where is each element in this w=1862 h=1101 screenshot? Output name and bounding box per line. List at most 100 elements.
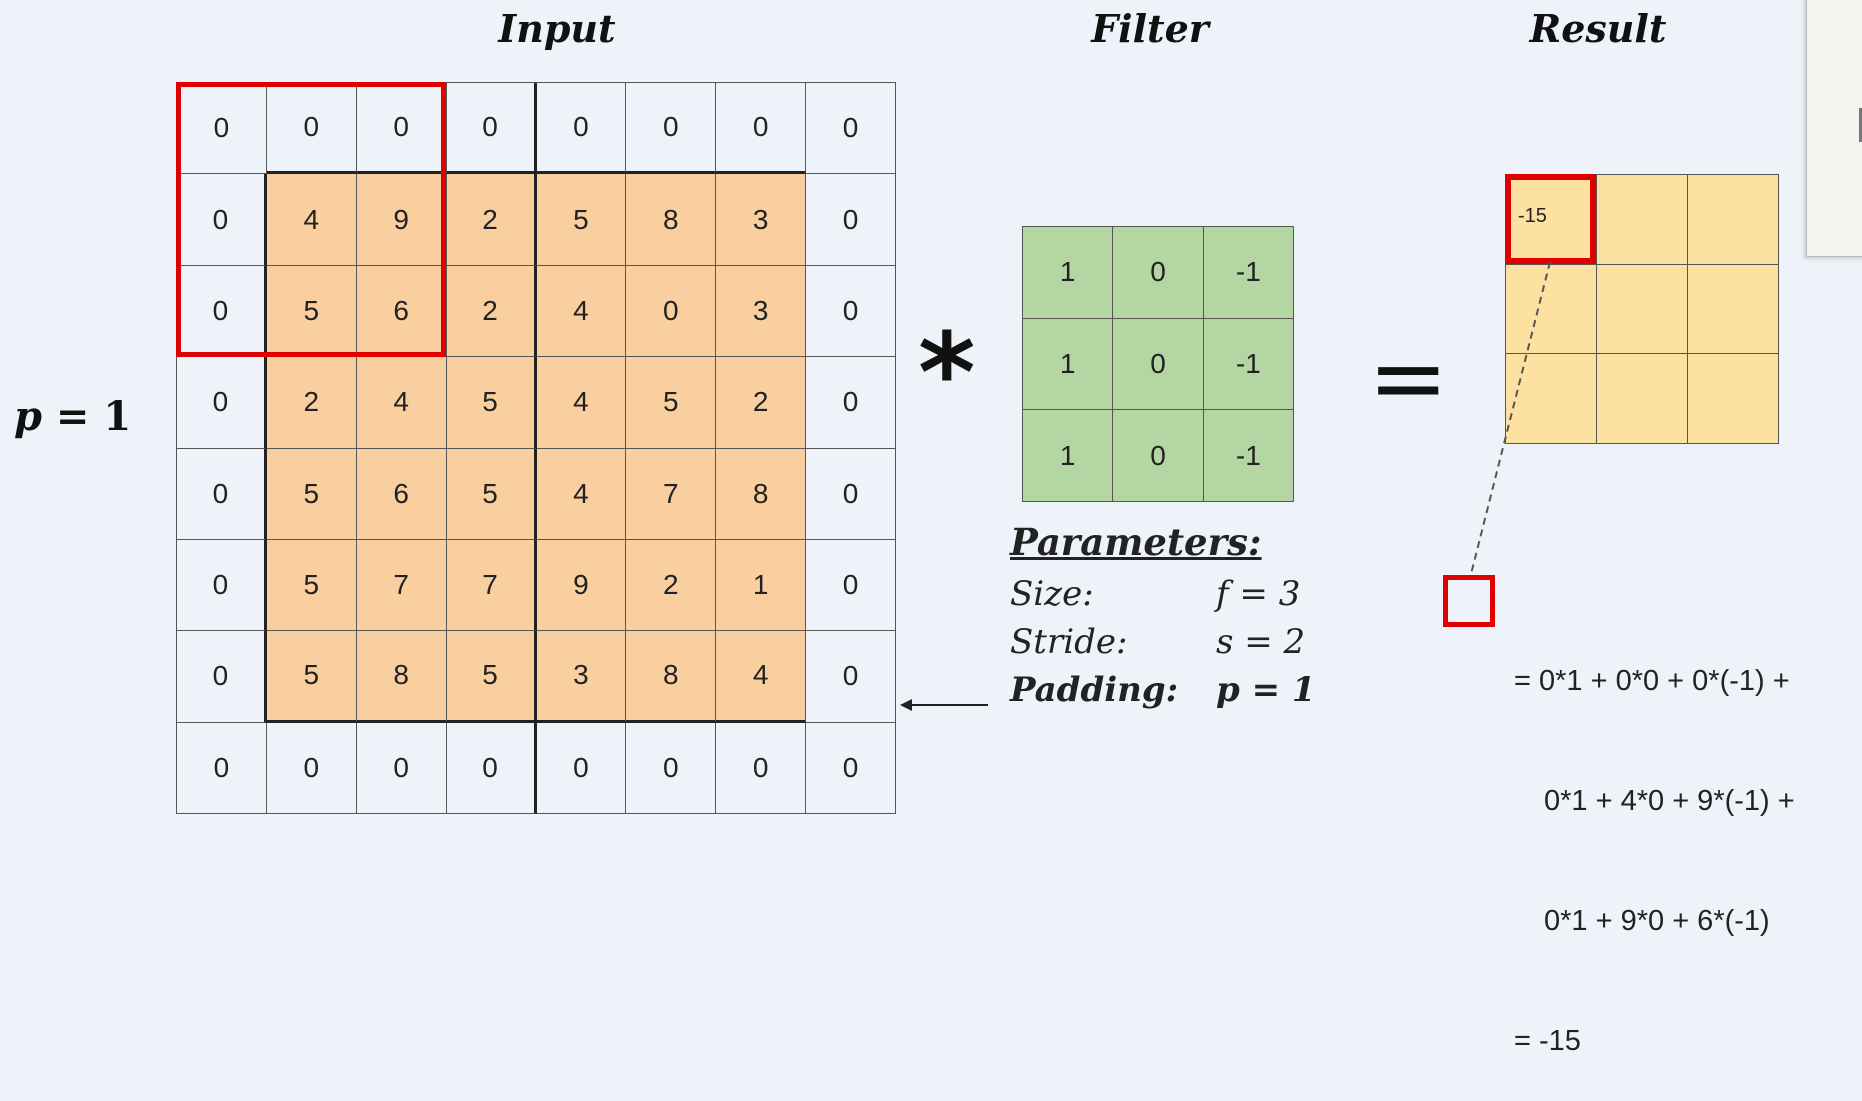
input-cell: 6 [356,265,447,358]
parameters-heading: Parameters: [1010,520,1262,564]
input-cell: 9 [356,174,447,266]
parameter-row-padding: Padding: p = 1 [1010,666,1316,714]
input-cell: 0 [266,722,357,814]
input-cell: 0 [806,357,896,449]
calculation-line: 0*1 + 4*0 + 9*(-1) + [1544,785,1795,817]
calculation-line: = 0*1 + 0*0 + 0*(-1) + [1514,665,1790,697]
calculation-line: = -15 [1514,1025,1581,1057]
input-cell: 0 [716,83,807,175]
input-cell: 0 [177,631,267,723]
calculation-line: 0*1 + 9*0 + 6*(-1) [1544,905,1770,937]
parameter-key: Size: [1010,574,1094,614]
input-cell: 0 [177,722,267,814]
input-cell: 2 [716,357,807,449]
input-cell: 0 [806,174,896,266]
input-cell: 2 [446,265,537,358]
parameters-panel: Parameters: Size: f = 3 Stride: s = 2 Pa… [1010,520,1316,714]
input-cell: 4 [536,448,627,540]
input-cell: 2 [266,357,357,449]
input-cell: 3 [716,265,807,358]
input-cell: 0 [177,174,267,266]
input-cell: 4 [356,357,447,449]
result-cell [1597,264,1688,355]
input-cell: 8 [626,174,717,266]
input-cell: 2 [626,539,717,632]
input-cell: 9 [536,539,627,632]
calculation-marker-box [1443,575,1495,627]
input-cell: 4 [536,265,627,358]
input-cell: 0 [177,83,267,175]
input-cell: 5 [536,174,627,266]
filter-cell: 1 [1023,318,1114,411]
result-cell [1506,354,1597,444]
calculation-text: = 0*1 + 0*0 + 0*(-1) + 0*1 + 4*0 + 9*(-1… [1514,581,1795,1101]
input-cell: 6 [356,448,447,540]
filter-cell: 1 [1023,410,1114,502]
parameter-row-size: Size: f = 3 [1010,570,1316,618]
filter-cell: -1 [1203,318,1294,411]
input-cell: 0 [806,265,896,358]
input-cell: 0 [806,631,896,723]
input-cell: 0 [177,539,267,632]
input-cell: 5 [266,265,357,358]
convolution-operator: * [918,309,976,437]
filter-cell: 0 [1113,410,1204,502]
input-cell: 0 [806,83,896,175]
input-cell: 0 [626,83,717,175]
input-cell: 8 [716,448,807,540]
parameter-value: f = 3 [1216,574,1301,614]
filter-cell: -1 [1203,410,1294,502]
input-cell: 8 [626,631,717,723]
padding-arrow-icon [900,699,988,711]
parameter-value: s = 2 [1216,622,1306,662]
parameter-row-stride: Stride: s = 2 [1010,618,1316,666]
input-cell: 0 [446,722,537,814]
input-cell: 3 [716,174,807,266]
input-cell: 0 [806,722,896,814]
input-cell: 0 [716,722,807,814]
result-cell [1688,354,1779,444]
input-cell: 0 [177,448,267,540]
input-cell: 3 [536,631,627,723]
parameter-key: Stride: [1010,622,1128,662]
input-cell: 0 [177,357,267,449]
input-title: Input [498,6,616,51]
input-cell: 4 [716,631,807,723]
input-cell: 5 [266,448,357,540]
result-title: Result [1529,6,1667,51]
result-cell [1597,175,1688,265]
filter-cell: 1 [1023,227,1114,319]
parameter-value: p = 1 [1216,670,1316,710]
result-matrix: -15 [1505,174,1779,444]
input-cell: 0 [806,539,896,632]
input-cell: 1 [716,539,807,632]
filter-cell: -1 [1203,227,1294,319]
input-cell: 0 [356,83,447,175]
result-cell [1688,175,1779,265]
input-cell: 8 [356,631,447,723]
input-cell: 0 [266,83,357,175]
filter-cell: 0 [1113,227,1204,319]
input-cell: 7 [626,448,717,540]
result-cell [1597,354,1688,444]
input-cell: 0 [446,83,537,175]
input-cell: 4 [536,357,627,449]
input-cell: 5 [626,357,717,449]
input-cell: 0 [806,448,896,540]
input-cell: 7 [356,539,447,632]
input-cell: 5 [446,631,537,723]
input-cell: 5 [266,539,357,632]
input-cell: 4 [266,174,357,266]
input-cell: 5 [446,357,537,449]
equals-operator: = [1368,322,1449,434]
input-cell: 2 [446,174,537,266]
padding-value: = 1 [55,393,132,440]
result-cell [1688,264,1779,355]
input-cell: 0 [177,265,267,358]
input-cell: 0 [536,722,627,814]
input-cell: 0 [536,83,627,175]
input-cell: 0 [356,722,447,814]
input-cell: 0 [626,722,717,814]
corner-panel [1806,0,1862,257]
